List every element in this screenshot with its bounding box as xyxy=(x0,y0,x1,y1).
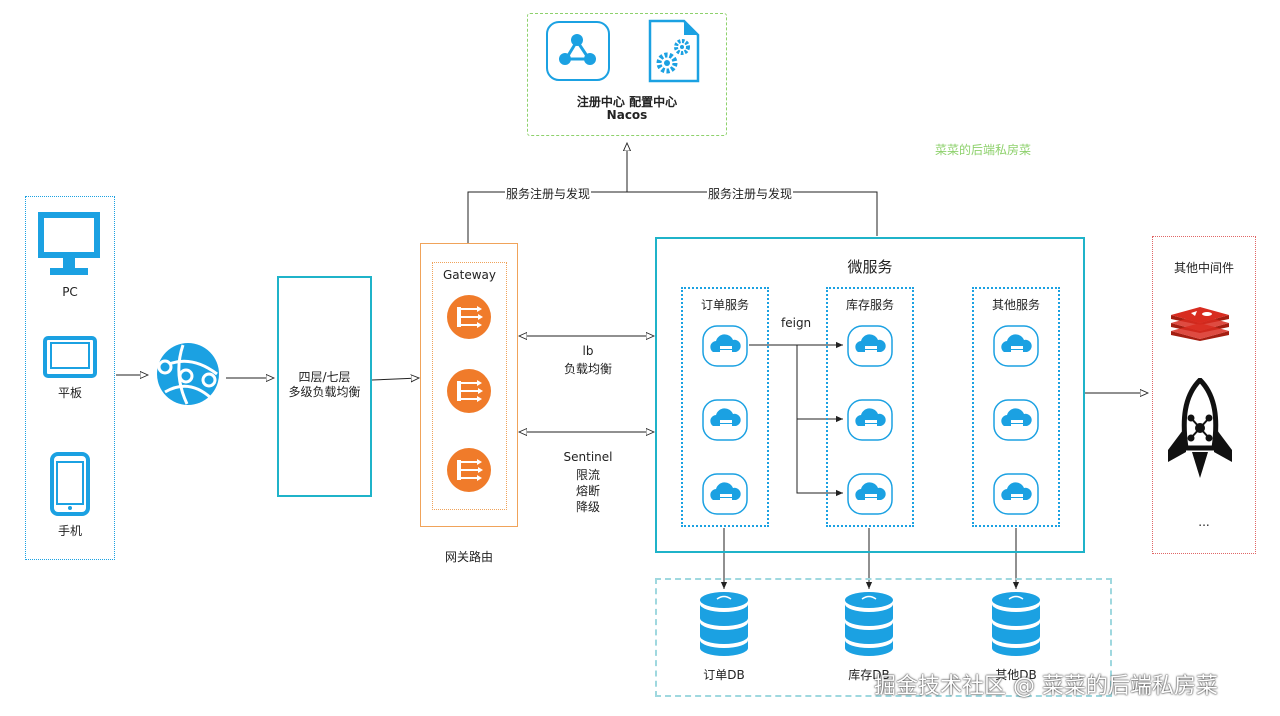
clients-box xyxy=(25,196,115,560)
internet-globe-icon xyxy=(157,343,219,405)
degrade-label: 降级 xyxy=(575,500,600,514)
gateway-node-icon xyxy=(447,448,491,492)
gateway-caption: 网关路由 xyxy=(444,550,493,564)
lb-to-gateway-arrow xyxy=(371,378,419,380)
nacos-subtitle: Nacos xyxy=(606,108,648,122)
rate-limit-label: 限流 xyxy=(575,468,600,482)
inventory-instance-icon xyxy=(847,399,893,441)
middleware-more: ... xyxy=(1198,515,1210,529)
gateway-node-icon xyxy=(447,295,491,339)
order-service-title: 订单服务 xyxy=(700,298,749,312)
other-instance-icon xyxy=(993,473,1039,515)
inventory-service-title: 库存服务 xyxy=(845,298,894,312)
phone-label: 手机 xyxy=(57,524,82,538)
database-box xyxy=(655,578,1112,697)
pc-icon xyxy=(38,212,100,275)
order-db-icon xyxy=(700,592,748,656)
inventory-instance-icon xyxy=(847,325,893,367)
order-service-box xyxy=(681,287,769,527)
register-label-right: 服务注册与发现 xyxy=(707,185,794,202)
middleware-box xyxy=(1152,236,1256,554)
inventory-instance-icon xyxy=(847,473,893,515)
microservices-title: 微服务 xyxy=(847,258,893,276)
rocketmq-icon xyxy=(1168,378,1232,478)
order-db-label: 订单DB xyxy=(703,668,745,682)
gateway-outer-box xyxy=(420,243,518,527)
footer-watermark: 掘金技术社区 @ 菜菜的后端私房菜 xyxy=(874,674,1218,699)
redis-icon xyxy=(1171,307,1229,341)
other-instance-icon xyxy=(993,325,1039,367)
lb-label: lb xyxy=(582,344,594,358)
load-balancer-box xyxy=(277,276,372,497)
other-service-title: 其他服务 xyxy=(991,298,1040,312)
gateway-node-icon xyxy=(447,369,491,413)
inventory-service-box xyxy=(826,287,914,527)
tablet-label: 平板 xyxy=(57,386,82,400)
pc-label: PC xyxy=(62,285,78,299)
sentinel-label: Sentinel xyxy=(563,450,613,464)
lb-sub-label: 负载均衡 xyxy=(563,362,612,376)
other-instance-icon xyxy=(993,399,1039,441)
other-service-box xyxy=(972,287,1060,527)
other-db-icon xyxy=(992,592,1040,656)
phone-icon xyxy=(50,452,90,516)
order-instance-icon xyxy=(702,399,748,441)
inventory-db-icon xyxy=(845,592,893,656)
middleware-title: 其他中间件 xyxy=(1173,261,1234,275)
feign-label: feign xyxy=(781,316,812,330)
registry-icon xyxy=(546,21,610,81)
gateway-inner-box xyxy=(432,262,507,510)
small-watermark: 菜菜的后端私房菜 xyxy=(935,143,1032,157)
circuit-break-label: 熔断 xyxy=(575,484,600,498)
microservices-box xyxy=(655,237,1085,553)
load-balancer-label-2: 多级负载均衡 xyxy=(288,385,361,399)
nacos-box xyxy=(527,13,727,136)
order-instance-icon xyxy=(702,325,748,367)
config-icon xyxy=(648,19,700,83)
register-label-left: 服务注册与发现 xyxy=(505,185,592,202)
order-instance-icon xyxy=(702,473,748,515)
other-db-label: 其他DB xyxy=(995,668,1037,682)
load-balancer-label-1: 四层/七层 xyxy=(298,370,351,384)
nacos-title: 注册中心 配置中心 xyxy=(576,95,678,109)
tablet-icon xyxy=(43,336,97,378)
gateway-title: Gateway xyxy=(442,268,496,282)
inventory-db-label: 库存DB xyxy=(848,668,890,682)
